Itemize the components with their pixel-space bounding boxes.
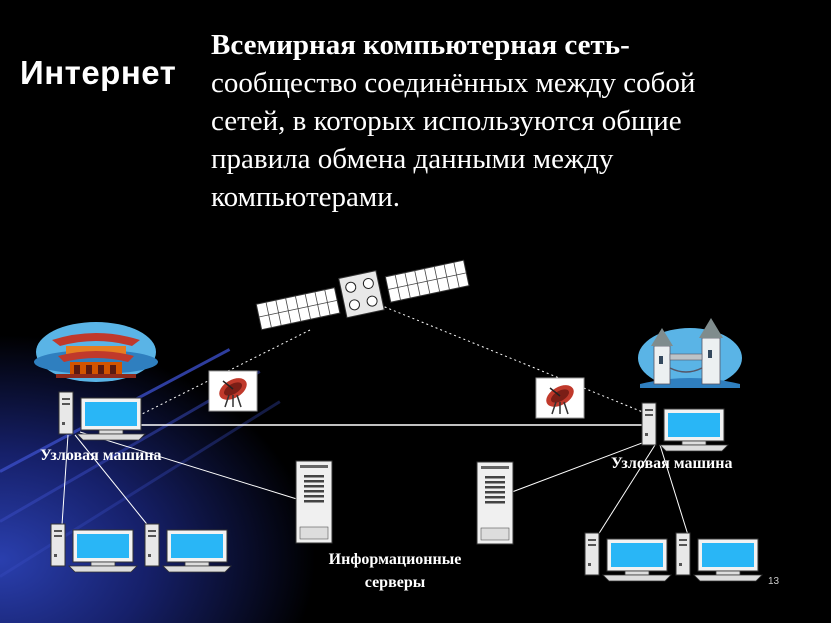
definition-body: сообщество соединённых между собой сетей… <box>211 67 696 213</box>
satellite-link-right <box>379 304 651 416</box>
definition-lead: Всемирная компьютерная сеть- <box>211 29 630 61</box>
pagoda-icon <box>34 322 158 382</box>
link-right-pc1 <box>597 444 656 536</box>
link-left-pc1 <box>61 434 69 526</box>
link-right-pc2 <box>659 444 689 536</box>
satellite-icon <box>255 259 470 331</box>
servers-label-line2: серверы <box>364 574 426 591</box>
server-tower-icon <box>476 461 514 545</box>
servers-label: Информационные серверы <box>300 548 490 594</box>
server-tower-icon <box>295 460 333 544</box>
desktop-computer-icon <box>58 391 146 441</box>
desktop-computer-icon <box>675 532 763 582</box>
servers-label-line1: Информационные <box>328 551 462 568</box>
desktop-computer-icon <box>50 523 138 573</box>
page-number: 13 <box>768 576 780 587</box>
satellite-dish-icon <box>208 370 258 412</box>
slide-title: Интернет <box>20 54 177 91</box>
satellite-dish-icon <box>535 377 585 419</box>
tower-bridge-icon <box>638 318 742 388</box>
link-left-server <box>79 431 301 501</box>
connection-lines <box>61 304 689 536</box>
left-node-label: Узловая машина <box>40 447 162 464</box>
link-left-pc2 <box>74 434 151 529</box>
desktop-computer-icon <box>584 532 672 582</box>
definition-text: Всемирная компьютерная сеть- сообщество … <box>211 26 771 216</box>
desktop-computer-icon <box>144 523 232 573</box>
right-node-label: Узловая машина <box>611 455 733 472</box>
desktop-computer-icon <box>641 402 729 452</box>
link-right-server <box>511 439 651 493</box>
